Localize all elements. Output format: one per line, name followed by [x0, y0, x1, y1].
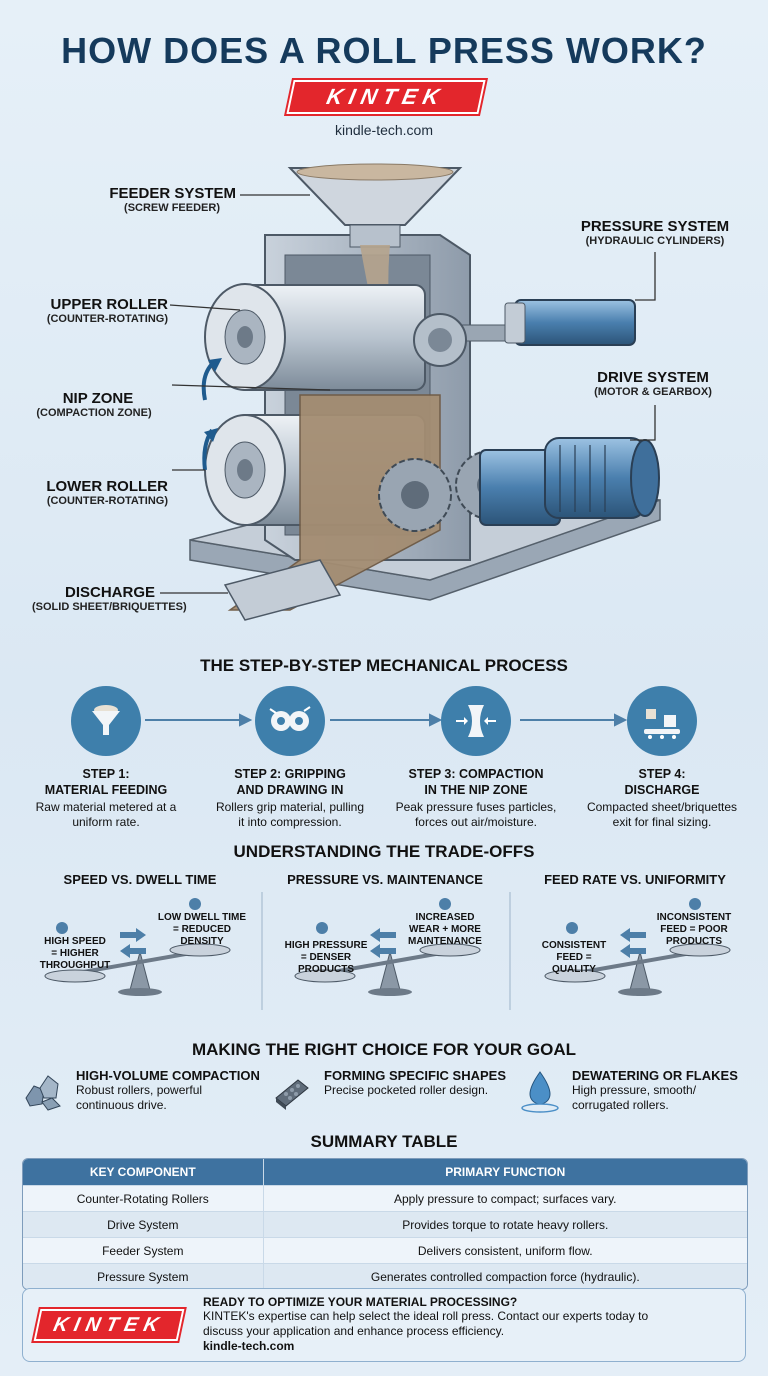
page-title: HOW DOES A ROLL PRESS WORK?	[61, 30, 707, 71]
tradeoff-1-heading: SPEED VS. DWELL TIME	[63, 872, 217, 887]
funnel-icon	[71, 686, 141, 756]
choices-section-title: MAKING THE RIGHT CHOICE FOR YOUR GOAL	[191, 1040, 577, 1059]
label-lower-roller: LOWER ROLLER (COUNTER-ROTATING)	[46, 478, 168, 507]
kintek-logo-footer: KINTEK	[33, 1309, 185, 1341]
rollers-icon	[255, 686, 325, 756]
tradeoffs-section-title: UNDERSTANDING THE TRADE-OFFS	[233, 842, 535, 861]
cta-website-link[interactable]: kindle-tech.com	[203, 1339, 295, 1353]
label-pressure-system: PRESSURE SYSTEM (HYDRAULIC CYLINDERS)	[580, 218, 730, 247]
website-link[interactable]: kindle-tech.com	[334, 122, 434, 138]
process-section-title: THE STEP-BY-STEP MECHANICAL PROCESS	[200, 656, 568, 675]
choice-specific-shapes: FORMING SPECIFIC SHAPES Precise pocketed…	[324, 1068, 507, 1097]
table-header-component: KEY COMPONENT	[23, 1159, 264, 1186]
rocks-icon	[22, 1068, 62, 1112]
label-drive-system: DRIVE SYSTEM (MOTOR & GEARBOX)	[594, 369, 712, 398]
droplet-icon	[518, 1068, 562, 1114]
label-upper-roller: UPPER ROLLER (COUNTER-ROTATING)	[46, 296, 168, 325]
roll-press-illustration	[160, 163, 661, 621]
call-to-action-panel: KINTEK READY TO OPTIMIZE YOUR MATERIAL P…	[22, 1288, 746, 1362]
tradeoff-2-heading: PRESSURE VS. MAINTENANCE	[287, 872, 483, 887]
label-discharge: DISCHARGE (SOLID SHEET/BRIQUETTES)	[32, 584, 187, 613]
process-step-1: STEP 1:MATERIAL FEEDING Raw material met…	[16, 686, 196, 830]
cta-text: READY TO OPTIMIZE YOUR MATERIAL PROCESSI…	[203, 1295, 738, 1353]
compress-icon	[441, 686, 511, 756]
choice-high-volume: HIGH-VOLUME COMPACTION Robust rollers, p…	[76, 1068, 260, 1112]
summary-section-title: SUMMARY TABLE	[310, 1132, 458, 1151]
briquette-icon	[270, 1072, 314, 1112]
tradeoff-scales	[44, 892, 731, 1010]
tradeoff-3-heading: FEED RATE VS. UNIFORMITY	[544, 872, 726, 887]
process-arrows	[145, 713, 628, 727]
kintek-logo: KINTEK	[286, 80, 486, 114]
conveyor-icon	[627, 686, 697, 756]
process-step-4: STEP 4:DISCHARGE Compacted sheet/briquet…	[572, 686, 752, 830]
choice-dewatering: DEWATERING OR FLAKES High pressure, smoo…	[572, 1068, 738, 1112]
label-nip-zone: NIP ZONE (COMPACTION ZONE)	[36, 390, 152, 419]
summary-table-wrapper: KEY COMPONENT PRIMARY FUNCTION Counter-R…	[22, 1158, 748, 1290]
summary-table: KEY COMPONENT PRIMARY FUNCTION Counter-R…	[23, 1159, 747, 1289]
table-header-function: PRIMARY FUNCTION	[262, 1159, 747, 1186]
label-feeder-system: FEEDER SYSTEM (SCREW FEEDER)	[109, 185, 236, 214]
